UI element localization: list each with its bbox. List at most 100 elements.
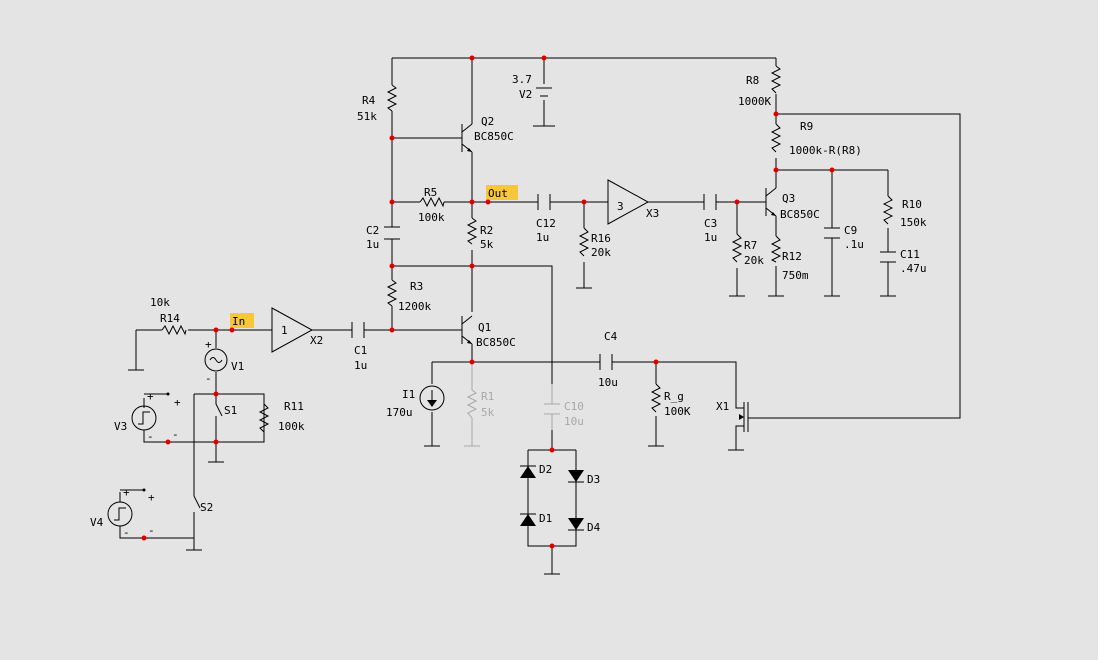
resistor-r11[interactable]: R11 100k [258,400,305,433]
capacitor-c3[interactable]: C3 1u [703,194,717,244]
v2-label: V2 [519,88,532,101]
resistor-r1-disabled[interactable]: R1 5k [466,389,495,419]
resistor-r14[interactable]: 10k R14 [150,296,187,336]
out-label-text: Out [488,187,508,200]
r4-value: 51k [357,110,377,123]
step-source-v3[interactable]: + + - - V3 [114,390,181,443]
v3-plus-sign: + [174,396,181,409]
r7-label: R7 [744,239,757,252]
s1-label: S1 [224,404,237,417]
r2-value: 5k [480,238,494,251]
r4-label: R4 [362,94,376,107]
capacitor-c1[interactable]: C1 1u [351,322,367,372]
capacitor-c4[interactable]: C4 10u [598,330,618,389]
transistor-q1[interactable]: Q1 BC850C [461,315,516,349]
resistor-r8[interactable]: R8 1000K [738,65,782,108]
x2-label: X2 [310,334,323,347]
resistor-r3[interactable]: R3 1200k [386,279,431,313]
net-label-in[interactable]: In [230,313,254,328]
resistor-r9[interactable]: R9 1000k-R(R8) [770,120,862,157]
step-source-v4[interactable]: + + - - V4 [90,486,155,539]
c2-label: C2 [366,224,379,237]
current-source-i1[interactable]: I1 170u [386,385,445,419]
c3-value: 1u [704,231,717,244]
resistor-r10[interactable]: R10 150k [882,195,927,229]
r9-value: 1000k-R(R8) [789,144,862,157]
v4-minus-sign-inner: - [123,526,130,539]
r5-label: R5 [424,186,437,199]
d3-label: D3 [587,473,600,486]
c12-label: C12 [536,217,556,230]
q3-label: Q3 [782,192,795,205]
v4-minus-sign: - [148,524,155,537]
v4-plus-sign: + [148,491,155,504]
s2-label: S2 [200,501,213,514]
rg-value: 100K [664,405,691,418]
rg-label: R_g [664,390,684,403]
buffer-x3[interactable]: 3 X3 [607,179,659,225]
v1-label: V1 [231,360,244,373]
d4-label: D4 [587,521,601,534]
r10-label: R10 [902,198,922,211]
mosfet-x1[interactable]: X1 [716,400,749,432]
capacitor-c9[interactable]: C9 .1u [824,224,864,251]
c9-value: .1u [844,238,864,251]
capacitor-c2[interactable]: C2 1u [366,224,400,251]
v3-plus-sign-inner: + [147,390,154,403]
x1-label: X1 [716,400,729,413]
v4-plus-sign-inner: + [123,486,130,499]
switch-s1[interactable]: S1 [215,403,237,417]
diode-d2[interactable]: D2 [520,463,552,478]
v1-minus-sign: - [205,372,212,385]
diode-d1[interactable]: D1 [520,512,552,526]
c4-value: 10u [598,376,618,389]
capacitor-c12[interactable]: C12 1u [536,194,556,244]
ac-source-v1[interactable]: + - V1 [204,338,244,385]
ground-symbols [128,125,896,575]
r12-value: 750m [782,269,809,282]
r1-label: R1 [481,390,494,403]
r8-label: R8 [746,74,759,87]
v3-minus-sign-inner: - [147,430,154,443]
resistor-r5[interactable]: R5 100k [418,186,445,224]
diode-d3[interactable]: D3 [568,470,600,486]
r1-value: 5k [481,406,495,419]
d2-label: D2 [539,463,552,476]
d1-label: D1 [539,512,552,525]
r2-label: R2 [480,224,493,237]
v4-label: V4 [90,516,104,529]
capacitor-c10-disabled[interactable]: C10 10u [544,384,584,430]
resistor-r7[interactable]: R7 20k [731,233,764,267]
buffer-x2[interactable]: 1 X2 [271,307,323,353]
c4-label: C4 [604,330,618,343]
i1-label: I1 [402,388,415,401]
net-label-out[interactable]: Out [486,185,518,200]
resistor-r4[interactable]: R4 51k [357,84,398,123]
resistor-r12[interactable]: R12 750m [770,235,809,282]
c11-label: C11 [900,248,920,261]
resistor-r16[interactable]: R16 20k [578,227,611,259]
c3-label: C3 [704,217,717,230]
x3-gain: 3 [617,200,624,213]
resistor-r2[interactable]: R2 5k [466,217,494,251]
resistor-rg[interactable]: R_g 100K [650,383,691,418]
battery-v2[interactable]: 3.7 V2 [512,73,552,101]
transistor-q3[interactable]: Q3 BC850C [765,187,820,221]
switch-s2[interactable]: S2 [193,495,213,514]
r12-label: R12 [782,250,802,263]
q3-value: BC850C [780,208,820,221]
r7-value: 20k [744,254,764,267]
r16-label: R16 [591,232,611,245]
junction-nodes [141,55,835,549]
c11-value: .47u [900,262,927,275]
diode-d4[interactable]: D4 [568,518,601,534]
c10-value: 10u [564,415,584,428]
c12-value: 1u [536,231,549,244]
capacitor-c11[interactable]: C11 .47u [880,248,927,275]
r9-label: R9 [800,120,813,133]
transistor-q2[interactable]: Q2 BC850C [461,115,514,153]
q1-label: Q1 [478,321,491,334]
v3-label: V3 [114,420,127,433]
c1-value: 1u [354,359,367,372]
